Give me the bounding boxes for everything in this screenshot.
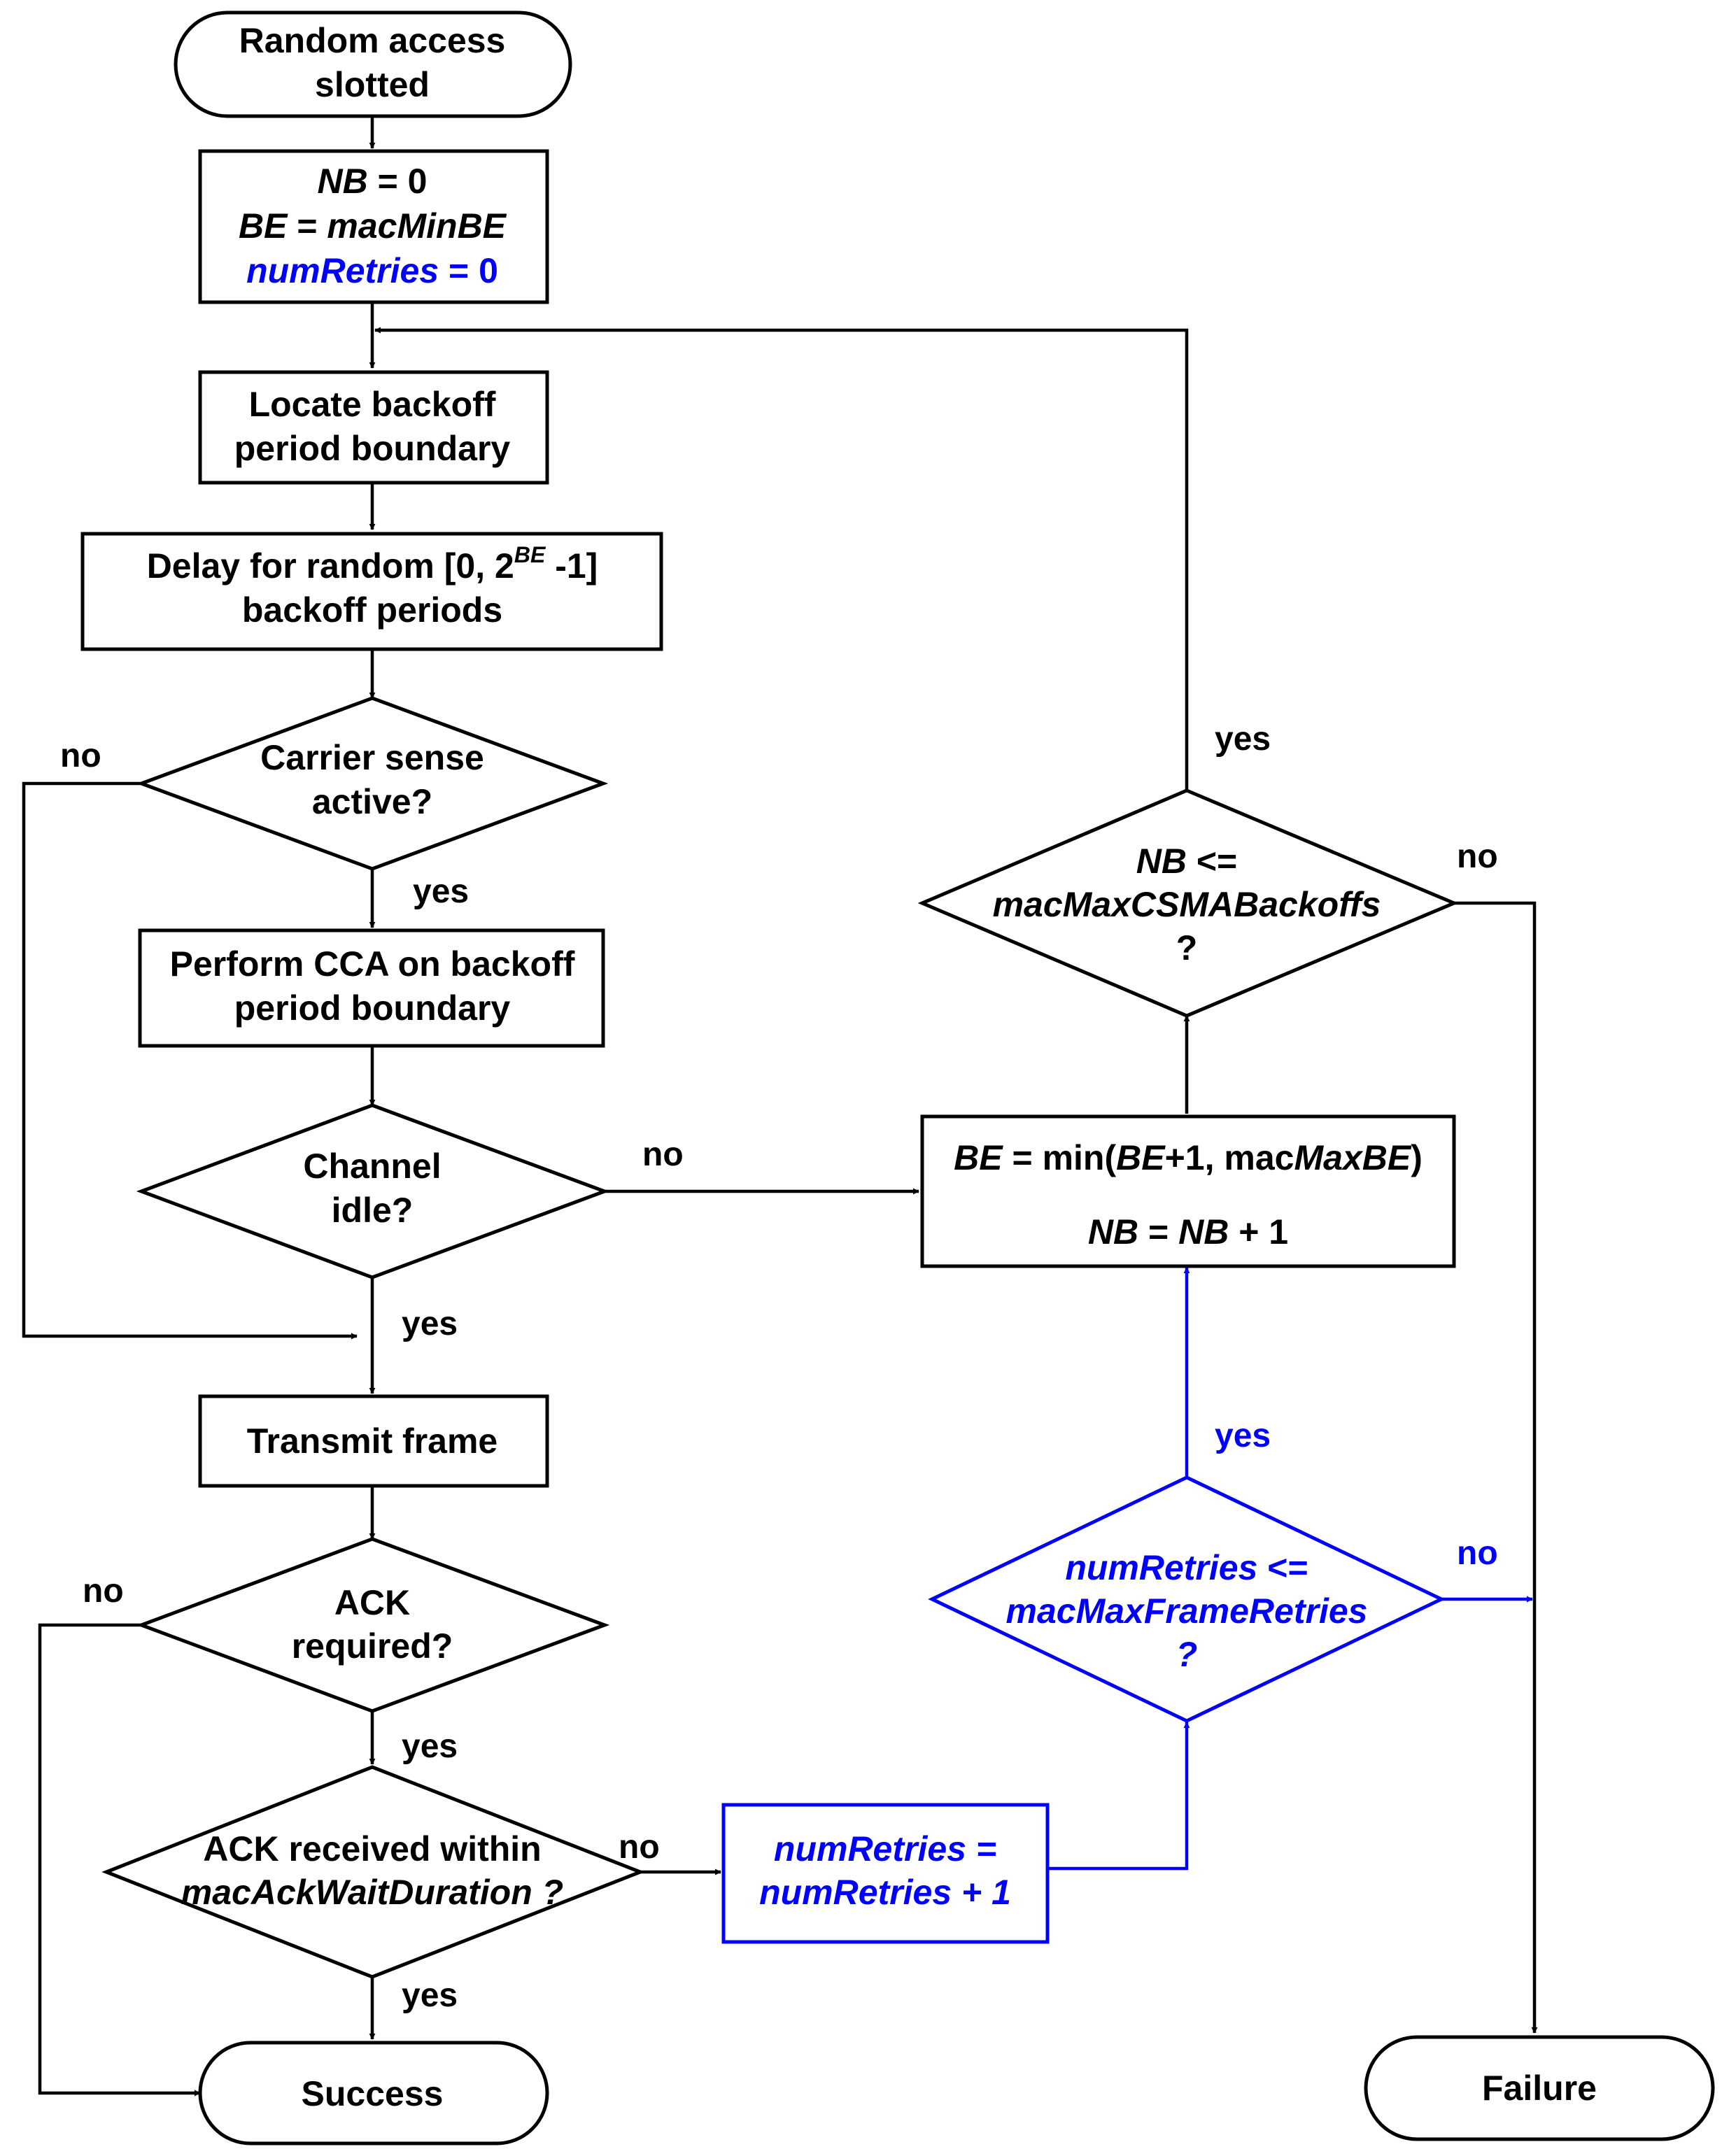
update-be-var2: BE — [1116, 1138, 1166, 1177]
update-be-max: MaxBE — [1294, 1138, 1411, 1177]
retries-line2: macMaxFrameRetries — [1006, 1591, 1368, 1631]
label-carrier-no: no — [60, 737, 101, 774]
cca-line1: Perform CCA on backoff — [170, 944, 575, 984]
ack-required-line1: ACK — [334, 1583, 410, 1622]
channel-line1: Channel — [303, 1147, 441, 1186]
edge-ack-required-no-to-success — [38, 1623, 201, 2097]
increment-retries-node: numRetries = numRetries + 1 — [721, 1803, 1050, 1944]
update-be-plus: +1, mac — [1165, 1138, 1294, 1177]
failure-node: Failure — [1364, 2035, 1715, 2141]
transmit-node: Transmit frame — [198, 1394, 549, 1488]
retries-line1: numRetries <= — [1065, 1548, 1308, 1587]
retries-line3: ? — [1176, 1635, 1198, 1674]
locate-node: Locate backoff period boundary — [198, 370, 549, 485]
label-carrier-yes: yes — [413, 873, 469, 910]
locate-line1: Locate backoff — [249, 385, 496, 424]
update-nb-mid: = — [1138, 1212, 1178, 1251]
carrier-line1: Carrier sense — [260, 738, 484, 777]
label-channel-no: no — [642, 1136, 684, 1173]
nb-line1-op: <= — [1187, 842, 1237, 881]
ack-required-line2: required? — [292, 1626, 453, 1666]
init-be-val: macMinBE — [327, 206, 507, 246]
init-nb-rest: = 0 — [368, 162, 428, 201]
update-be-line: BE = min(BE+1, macMaxBE) — [954, 1138, 1423, 1177]
transmit-label: Transmit frame — [247, 1421, 497, 1461]
perform-cca-node: Perform CCA on backoff period boundary — [138, 928, 605, 1048]
init-node: NB = 0 BE = macMinBE numRetries = 0 — [198, 149, 549, 304]
carrier-sense-decision: Carrier sense active? — [136, 696, 609, 871]
retries-line1-op: <= — [1257, 1548, 1308, 1587]
init-be-mid: = — [287, 206, 327, 246]
label-ack-required-no: no — [83, 1573, 124, 1610]
retries-line1-var: numRetries — [1065, 1548, 1257, 1587]
locate-line2: period boundary — [234, 429, 511, 468]
increment-line1: numRetries = — [774, 1829, 996, 1868]
init-nb: NB = 0 — [317, 162, 427, 201]
delay-suffix: -1] — [545, 546, 598, 586]
nb-line3: ? — [1176, 928, 1198, 967]
start-line1: Random access — [239, 21, 506, 60]
nb-line2: macMaxCSMABackoffs — [993, 885, 1381, 924]
update-be-close: ) — [1411, 1138, 1423, 1177]
start-node: Random access slotted — [174, 10, 572, 118]
label-nb-no: no — [1457, 838, 1498, 875]
ack-received-line2: macAckWaitDuration ? — [181, 1873, 563, 1912]
label-nb-yes: yes — [1215, 721, 1271, 758]
delay-node: Delay for random [0, 2BE -1] backoff per… — [80, 532, 663, 651]
connectors — [22, 118, 1538, 2097]
label-retries-yes: yes — [1215, 1417, 1271, 1454]
init-nb-var: NB — [317, 162, 367, 201]
update-be-mid: = min( — [1003, 1138, 1117, 1177]
carrier-line2: active? — [312, 782, 432, 821]
label-ack-received-no: no — [619, 1829, 660, 1866]
init-be-var: BE — [239, 206, 288, 246]
edge-nb-no-to-failure — [1454, 901, 1538, 2034]
ack-received-decision: ACK received within macAckWaitDuration ? — [101, 1765, 645, 1979]
init-retries: numRetries = 0 — [246, 251, 498, 290]
ack-required-decision: ACK required? — [136, 1537, 610, 1713]
success-label: Success — [302, 2074, 444, 2113]
edge-carrier-no-bypass — [22, 781, 358, 1340]
update-nb-var2: NB — [1178, 1212, 1229, 1251]
delay-line2: backoff periods — [242, 590, 502, 630]
update-be-nb-node: BE = min(BE+1, macMaxBE) NB = NB + 1 — [920, 1114, 1456, 1268]
init-be: BE = macMinBE — [239, 206, 507, 246]
edge-nb-yes-loop — [374, 327, 1189, 789]
start-line2: slotted — [315, 65, 430, 104]
edge-increment-to-retries-check — [1047, 1722, 1190, 1871]
label-channel-yes: yes — [402, 1305, 458, 1342]
init-retries-var: numRetries — [246, 251, 439, 290]
label-ack-received-yes: yes — [402, 1977, 458, 2014]
edge-labels: no yes no yes no yes no yes yes no yes n… — [60, 721, 1498, 2014]
delay-line1: Delay for random [0, 2BE -1] — [147, 542, 598, 586]
nb-line1-var: NB — [1136, 842, 1187, 881]
nb-check-decision: NB <= macMaxCSMABackoffs ? — [917, 788, 1459, 1018]
ack-received-line1: ACK received within — [203, 1829, 541, 1868]
label-ack-required-yes: yes — [402, 1728, 458, 1765]
channel-line2: idle? — [332, 1191, 414, 1230]
delay-prefix: Delay for random [0, 2 — [147, 546, 514, 586]
update-nb-var: NB — [1088, 1212, 1138, 1251]
channel-idle-decision: Channel idle? — [136, 1103, 610, 1279]
nb-line1: NB <= — [1136, 842, 1238, 881]
increment-line2: numRetries + 1 — [759, 1873, 1011, 1912]
label-retries-no: no — [1457, 1535, 1498, 1572]
update-be-var: BE — [954, 1138, 1003, 1177]
init-retries-rest: = 0 — [439, 251, 498, 290]
failure-label: Failure — [1482, 2069, 1597, 2108]
retry-connectors — [1047, 1267, 1533, 1871]
delay-sup: BE — [514, 542, 546, 567]
success-node: Success — [198, 2041, 549, 2146]
cca-line2: period boundary — [234, 988, 511, 1028]
retries-check-decision: numRetries <= macMaxFrameRetries ? — [928, 1475, 1446, 1723]
update-nb-plus: + 1 — [1229, 1212, 1288, 1251]
update-nb-line: NB = NB + 1 — [1088, 1212, 1288, 1251]
